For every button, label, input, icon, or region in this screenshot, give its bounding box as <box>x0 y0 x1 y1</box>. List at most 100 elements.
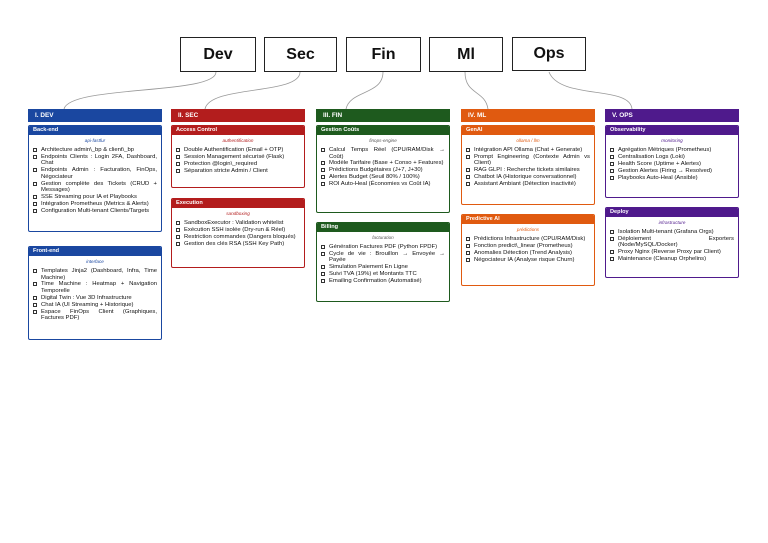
checkbox-icon <box>176 168 180 173</box>
card-subtitle: finops-engine <box>369 138 397 143</box>
card-subtitle: infrastructure <box>658 220 686 225</box>
checkbox-icon <box>610 148 614 152</box>
card-subtitle: ollama / llm <box>516 138 540 143</box>
checkbox-icon <box>33 148 37 152</box>
top-box-label: Ml <box>457 45 475 63</box>
connector-ml <box>464 71 489 110</box>
card-title: Observability <box>606 126 738 135</box>
top-box-label: Ops <box>533 45 565 62</box>
column-header: I. DEV <box>28 109 162 122</box>
checkbox-icon <box>610 236 614 241</box>
column-header: V. OPS <box>605 109 739 122</box>
checkbox-icon <box>466 182 470 187</box>
list-item: Centralisation Logs (Loki) <box>610 154 734 161</box>
list-item: Architecture admin\_bp & client\_bp <box>33 147 157 154</box>
checkbox-icon <box>610 230 614 234</box>
card-title: Front-end <box>29 247 161 256</box>
list-item: Négociateur IA (Analyse risque Churn) <box>466 257 590 264</box>
list-item: Assistant Ambiant (Détection inactivité) <box>466 181 590 188</box>
top-box-label: Fin <box>371 45 396 63</box>
checkbox-icon <box>321 168 325 173</box>
list-item: Calcul Temps Réel (CPU/RAM/Disk → Coût) <box>321 147 445 160</box>
checkbox-icon <box>466 257 470 262</box>
list-item: Cycle de vie : Brouillon → Envoyée → Pay… <box>321 251 445 264</box>
checkbox-icon <box>321 245 325 249</box>
checkbox-icon <box>33 295 37 300</box>
list-item: Déploiement Exporters (Node/MySQL/Docker… <box>610 236 734 249</box>
column-header: III. FIN <box>316 109 450 122</box>
column-dev: I. DEV <box>28 109 162 122</box>
checkbox-icon <box>33 202 37 207</box>
list-item: SandboxExecutor : Validation whitelist <box>176 220 300 227</box>
list-item: Emailing Confirmation (Automatisé) <box>321 278 445 285</box>
connector-ops <box>548 71 633 110</box>
top-box-label: Sec <box>286 45 315 63</box>
list-item: RAG GLPI : Recherche tickets similaires <box>466 167 590 174</box>
list-item: Proxy Nginx (Reverse Proxy par Client) <box>610 249 734 256</box>
checkbox-icon <box>466 168 470 173</box>
list-item: Playbooks Auto-Heal (Ansible) <box>610 175 734 182</box>
checkbox-icon <box>176 227 180 232</box>
card-subtitle: facturation <box>372 235 394 240</box>
list-item: Agrégation Métriques (Prometheus) <box>610 147 734 154</box>
list-item: Configuration Multi-tenant Clients/Targe… <box>33 208 157 215</box>
checkbox-icon <box>610 257 614 262</box>
checkbox-icon <box>610 250 614 255</box>
card-deploy: Deploy infrastructure Isolation Multi-te… <box>605 207 739 278</box>
list-item: Maintenance (Cleanup Orphelins) <box>610 256 734 263</box>
checkbox-icon <box>176 241 180 246</box>
top-box-ml: Ml <box>429 37 503 72</box>
checkbox-icon <box>321 272 325 277</box>
list-item: Anomalies Détection (Trend Analysis) <box>466 250 590 257</box>
card-title: Access Control <box>172 126 304 135</box>
list-item: Restriction commandes (Dangers bloqués) <box>176 234 300 241</box>
connector-dev <box>63 71 217 110</box>
card-subtitle: authentification <box>222 138 254 143</box>
checkbox-icon <box>33 309 37 314</box>
list-item: Intégration Prometheus (Metrics & Alerts… <box>33 201 157 208</box>
list-item: Double Authentification (Email + OTP) <box>176 147 300 154</box>
column-ml: IV. ML <box>461 109 595 122</box>
checkbox-icon <box>176 154 180 159</box>
column-ops: V. OPS <box>605 109 739 122</box>
checkbox-icon <box>33 302 37 307</box>
card-title: Billing <box>317 223 449 232</box>
list-item: Digital Twin : Vue 3D Infrastructure <box>33 295 157 302</box>
list-item: Gestion Alertes (Firing → Resolved) <box>610 168 734 175</box>
list-item: Protection @login\_required <box>176 161 300 168</box>
checkbox-icon <box>33 209 37 214</box>
top-box-sec: Sec <box>264 37 337 72</box>
list-item: Gestion complète des Tickets (CRUD + Mes… <box>33 181 157 194</box>
checkbox-icon <box>321 161 325 166</box>
checkbox-icon <box>610 161 614 166</box>
checkbox-icon <box>33 168 37 173</box>
checkbox-icon <box>321 148 325 152</box>
top-box-dev: Dev <box>180 37 256 72</box>
checkbox-icon <box>33 181 37 186</box>
card-subtitle: api-fastfur <box>84 138 106 143</box>
checkbox-icon <box>466 243 470 248</box>
checkbox-icon <box>610 175 614 180</box>
checkbox-icon <box>321 175 325 180</box>
list-item: Séparation stricte Admin / Client <box>176 168 300 175</box>
list-item: Prédictions Infrastructure (CPU/RAM/Disk… <box>466 236 590 243</box>
checkbox-icon <box>466 250 470 255</box>
list-item: Time Machine : Heatmap + Navigation Temp… <box>33 281 157 294</box>
checkbox-icon <box>466 237 470 241</box>
top-box-fin: Fin <box>346 37 421 72</box>
checkbox-icon <box>33 269 37 273</box>
column-sec: II. SEC <box>171 109 305 122</box>
card-title: GenAI <box>462 126 594 135</box>
list-item: Endpoints Admin : Facturation, FinOps, N… <box>33 167 157 180</box>
list-item: Exécution SSH isolée (Dry-run & Réel) <box>176 227 300 234</box>
checkbox-icon <box>610 168 614 173</box>
checkbox-icon <box>466 154 470 159</box>
checkbox-icon <box>321 182 325 187</box>
checkbox-icon <box>321 265 325 270</box>
card-back-end: Back-end api-fastfur Architecture admin\… <box>28 125 162 232</box>
card-gestion-couts: Gestion Coûts finops-engine Calcul Temps… <box>316 125 450 213</box>
column-fin: III. FIN <box>316 109 450 122</box>
card-billing: Billing facturation Génération Factures … <box>316 222 450 302</box>
list-item: SSE Streaming pour IA et Playbooks <box>33 194 157 201</box>
